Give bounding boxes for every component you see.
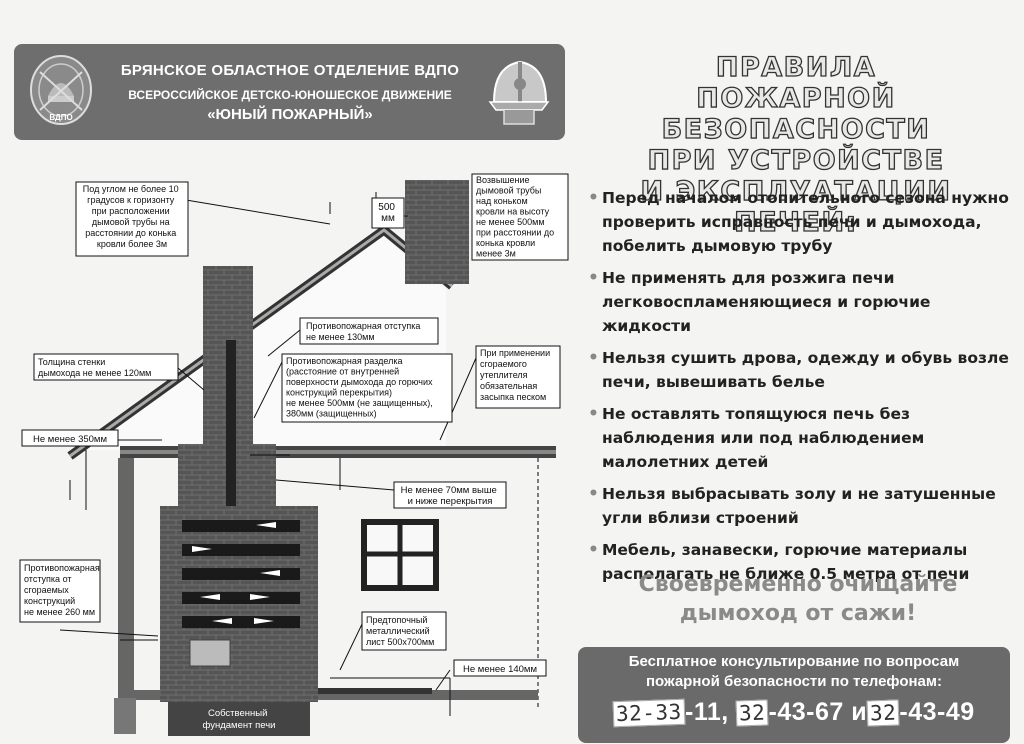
phone-2-handwritten: 32 (735, 699, 769, 727)
title-line-3: ПРИ УСТРОЙСТВЕ (647, 144, 945, 176)
label-angle-3: при расположении (92, 206, 170, 216)
svg-text:Возвышение дымовой трубы: Возвышение дымовой трубы над коньком кро… (476, 175, 557, 259)
contact-banner (578, 647, 1010, 743)
header-org: БРЯНСКОЕ ОБЛАСТНОЕ ОТДЕЛЕНИЕ ВДПО (120, 62, 460, 79)
label-cut-3: поверхности дымохода до горючих (286, 377, 433, 387)
label-wall-1: Толщина стенки (38, 357, 105, 367)
label-500-num: 500 (378, 202, 395, 213)
label-sheet-1: Предтопочный (366, 615, 427, 625)
label-500-unit: мм (381, 213, 395, 224)
label-rise-7: конька кровли (476, 238, 535, 248)
svg-text:Противопожарная отступка: Противопожарная отступка не менее 130мм (306, 321, 423, 342)
contact-line-1: Бесплатное консультирование по вопросам (628, 653, 960, 670)
outer-chimney (405, 180, 469, 284)
label-wall-2: дымохода не менее 120мм (38, 368, 151, 378)
phone-3-rest: -43-49 (899, 698, 975, 726)
contact-text: Бесплатное консультирование по вопросам … (578, 652, 1010, 692)
rule-item: Мебель, занавески, горючие материалы рас… (588, 538, 1018, 586)
label-cut-2: (расстояние от внутренней (286, 367, 399, 377)
label-min70-1: Не менее 70мм выше (401, 485, 497, 496)
house-wall (118, 458, 134, 702)
smoke-flow-arrows (192, 522, 280, 624)
rule-item: Не оставлять топящуюся печь без наблюден… (588, 402, 1018, 474)
label-rise-2: дымовой трубы (476, 186, 541, 196)
svg-text:Собственный фундамент пе: Собственный фундамент печи (203, 708, 276, 731)
label-side-gap-5: не менее 260 мм (24, 607, 95, 617)
rules-list: Перед началом отопительного сезона нужно… (588, 186, 1018, 594)
label-rise-6: при расстоянии до (476, 228, 554, 238)
slogan-line-1: Своевременно очищайте (638, 572, 958, 597)
label-cut-1: Противопожарная разделка (286, 356, 402, 366)
label-insulation-1: При применении (480, 348, 550, 358)
contact-line-2: пожарной безопасности по телефонам: (646, 673, 942, 690)
header-banner (14, 44, 565, 140)
label-rise-4: кровли на высоту (476, 207, 550, 217)
label-fire-gap-1: Противопожарная отступка (306, 321, 420, 331)
label-min350: Не менее 350мм (33, 434, 107, 445)
rule-item: Не применять для розжига печи легковоспл… (588, 266, 1018, 338)
label-side-gap-2: отступка от (24, 574, 72, 584)
svg-text:500 мм: 500 мм (378, 202, 397, 224)
phone-2-rest: -43-67 и (768, 698, 868, 726)
label-angle-2: градусов к горизонту (87, 195, 175, 205)
header-movement: ВСЕРОССИЙСКОЕ ДЕТСКО-ЮНОШЕСКОЕ ДВИЖЕНИЕ (128, 88, 452, 102)
stove-door (189, 639, 231, 667)
label-insulation-2: сгораемого (480, 359, 527, 369)
label-angle-6: кровли более 3м (97, 239, 167, 249)
title-line-2: ПОЖАРНОЙ БЕЗОПАСНОСТИ (661, 82, 931, 145)
rule-item: Перед началом отопительного сезона нужно… (588, 186, 1018, 258)
label-side-gap-4: конструкций (24, 596, 75, 606)
phone-1-rest: -11, (685, 698, 729, 726)
label-min70-2: и ниже перекрытия (408, 496, 493, 507)
label-side-gap-3: сгораемых (24, 585, 69, 595)
label-rise-8: менее 3м (476, 249, 516, 259)
svg-text:Противопожарная разделка: Противопожарная разделка (расстояние от … (286, 356, 435, 419)
label-rise-5: не менее 500мм (476, 217, 545, 227)
svg-text:Противопожарная отступка: Противопожарная отступка от сгораемых ко… (24, 563, 102, 617)
leader-lines (59, 199, 477, 691)
label-cut-5: не менее 500мм (не защищенных), (286, 398, 433, 408)
stove-diagram: Под углом не более 10 градусов к горизон… (19, 173, 569, 736)
label-angle-4: дымовой трубы на (92, 217, 170, 227)
label-min140: Не менее 140мм (463, 664, 537, 675)
label-foundation-1: Собственный (208, 708, 267, 719)
label-insulation-3: утеплителя (480, 370, 528, 380)
label-fire-gap-2: не менее 130мм (306, 332, 375, 342)
vdpo-emblem-icon: ВДПО (30, 55, 92, 125)
phone-1-handwritten: 32-33 (612, 698, 686, 728)
floor (128, 690, 538, 700)
label-angle-1: Под углом не более 10 (83, 184, 179, 194)
label-insulation-5: засыпка песком (480, 392, 546, 402)
svg-text:Под углом не более 10 гр: Под углом не более 10 градусов к горизон… (83, 184, 181, 249)
svg-text:При применении сгораемог: При применении сгораемого утеплителя обя… (480, 348, 553, 402)
label-sheet-3: лист 500х700мм (366, 637, 434, 647)
svg-text:Предтопочный металлическ: Предтопочный металлический лист 500х700м… (366, 615, 434, 647)
stove-foundation (168, 702, 310, 736)
label-cut-4: конструкций перекрытия) (286, 388, 392, 398)
label-rise-1: Возвышение (476, 175, 530, 185)
label-sheet-2: металлический (366, 626, 430, 636)
svg-text:Не менее 70мм выше и ниж: Не менее 70мм выше и ниже перекрытия (401, 485, 500, 507)
slogan-line-2: дымоход от сажи! (679, 601, 917, 626)
label-side-gap-1: Противопожарная (24, 563, 100, 573)
slogan: Своевременно очищайте дымоход от сажи! (612, 570, 984, 628)
helmet-icon (488, 60, 550, 125)
label-angle-5: расстоянии до конька (85, 228, 176, 238)
emblem-text: ВДПО (49, 113, 72, 122)
rule-item: Нельзя выбрасывать золу и не затушенные … (588, 482, 1018, 530)
phone-3-handwritten: 32 (866, 699, 900, 727)
title-line-1: ПРАВИЛА (715, 51, 877, 83)
label-insulation-4: обязательная (480, 381, 537, 391)
label-cut-6: 380мм (защищенных) (286, 409, 377, 419)
metal-sheet (318, 688, 432, 694)
label-foundation-2: фундамент печи (203, 720, 276, 731)
label-rise-3: над коньком (476, 196, 528, 206)
header-young-firefighter: «ЮНЫЙ ПОЖАРНЫЙ» (207, 106, 373, 123)
svg-text:Толщина стенки дымохода: Толщина стенки дымохода не менее 120мм (38, 357, 151, 378)
rule-item: Нельзя сушить дрова, одежду и обувь возл… (588, 346, 1018, 394)
